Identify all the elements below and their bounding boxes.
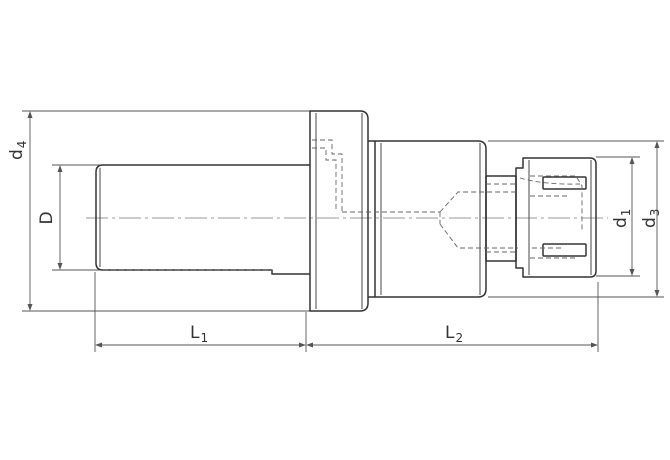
collet-nut	[515, 157, 597, 278]
label-d4: d4	[7, 141, 29, 160]
body	[374, 140, 487, 298]
label-d3: d3	[640, 209, 662, 228]
label-L1: L1	[190, 323, 208, 345]
hidden-lines	[103, 139, 583, 271]
dimension-lines	[22, 110, 664, 352]
dimension-arrowheads	[27, 111, 660, 348]
label-L2: L2	[445, 323, 463, 345]
flange	[309, 110, 375, 312]
shank	[95, 164, 310, 275]
part-outline	[95, 110, 597, 312]
label-D: D	[37, 211, 57, 224]
label-d1: d1	[611, 209, 633, 228]
